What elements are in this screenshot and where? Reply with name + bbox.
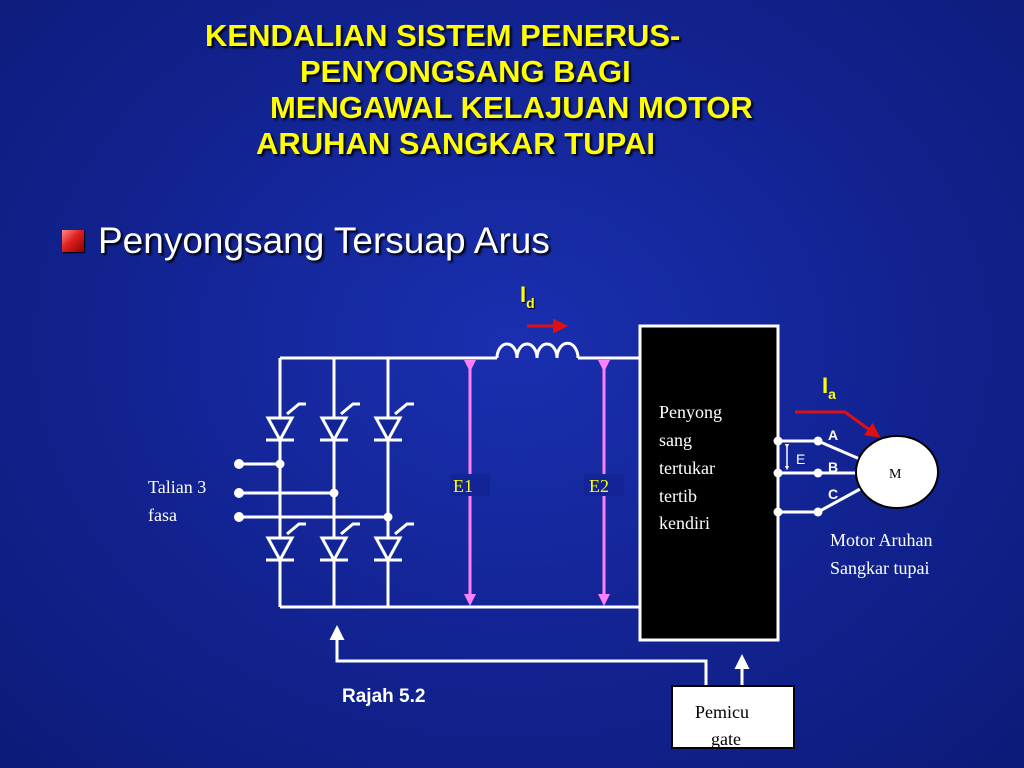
thyristor-top-3 bbox=[373, 402, 414, 444]
output-terminals bbox=[773, 436, 823, 517]
title-line-1: KENDALIAN SISTEM PENERUS- bbox=[205, 18, 681, 53]
inverter-line-4: tertib bbox=[659, 486, 697, 506]
e2-label: E2 bbox=[589, 476, 609, 496]
motor-label: M bbox=[889, 467, 902, 482]
gate-trigger-block bbox=[671, 685, 795, 749]
inductor bbox=[495, 341, 580, 359]
current-ia-label: Ia bbox=[822, 373, 836, 402]
dc-bus-wires bbox=[278, 356, 640, 609]
gate-control-wires bbox=[329, 625, 750, 686]
gate-line-2: gate bbox=[711, 729, 741, 749]
output-phase-lines bbox=[778, 439, 863, 514]
bullet-text: Penyongsang Tersuap Arus bbox=[98, 220, 550, 261]
supply-lines bbox=[239, 462, 388, 519]
e-label: E bbox=[796, 451, 805, 467]
title-line-3: MENGAWAL KELAJUAN MOTOR bbox=[270, 90, 753, 125]
inverter-block bbox=[638, 324, 780, 642]
figure-caption: Rajah 5.2 bbox=[342, 686, 425, 707]
thyristor-bottom-3 bbox=[373, 522, 414, 564]
supply-label-1: Talian 3 bbox=[148, 477, 206, 497]
thyristor-top-2 bbox=[319, 402, 360, 444]
inverter-text: Penyong sang tertukar tertib kendiri bbox=[659, 402, 722, 533]
inverter-line-1: Penyong bbox=[659, 402, 722, 422]
thyristor-bottom-1 bbox=[265, 522, 306, 564]
bullet-item: Penyongsang Tersuap Arus bbox=[62, 218, 550, 264]
inverter-line-3: tertukar bbox=[659, 458, 715, 478]
inverter-line-2: sang bbox=[659, 430, 692, 450]
motor-caption-1: Motor Aruhan bbox=[830, 530, 933, 550]
current-id-label: Id bbox=[520, 282, 535, 311]
title-line-2: PENYONGSANG BAGI bbox=[300, 54, 631, 89]
thyristor-top-1 bbox=[265, 402, 306, 444]
e1-label: E1 bbox=[453, 476, 473, 496]
gate-line-1: Pemicu bbox=[695, 702, 749, 722]
title-line-4: ARUHAN SANGKAR TUPAI bbox=[256, 126, 655, 161]
ia-arrow bbox=[795, 410, 881, 438]
phase-c-label: C bbox=[828, 486, 838, 502]
thyristor-bottom-2 bbox=[319, 522, 360, 564]
red-square-bullet-icon bbox=[62, 230, 84, 252]
supply-terminals bbox=[234, 459, 393, 522]
supply-label-2: fasa bbox=[148, 505, 177, 525]
motor-caption-2: Sangkar tupai bbox=[830, 558, 929, 578]
phase-b-label: B bbox=[828, 459, 838, 475]
motor-symbol bbox=[855, 435, 939, 509]
inverter-line-5: kendiri bbox=[659, 513, 710, 533]
phase-a-label: A bbox=[828, 427, 838, 443]
